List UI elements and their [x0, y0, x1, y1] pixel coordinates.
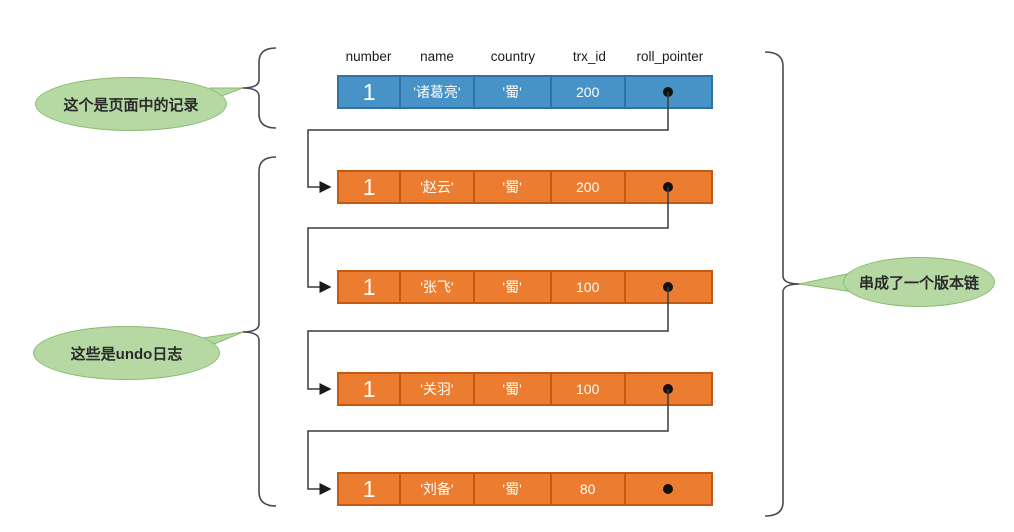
cell-country: '蜀' [475, 374, 552, 404]
undo-log-row-4: 1 '刘备' '蜀' 80 [337, 472, 713, 506]
cell-number: 1 [339, 172, 402, 202]
cell-country: '蜀' [475, 474, 552, 504]
cell-roll-pointer [626, 77, 711, 107]
undo-log-row-3: 1 '关羽' '蜀' 100 [337, 372, 713, 406]
callout-version-chain-label: 串成了一个版本链 [858, 274, 979, 292]
cell-number: 1 [339, 272, 402, 302]
cell-name: '张飞' [401, 272, 475, 302]
cell-trx-id: 100 [552, 374, 626, 404]
brace-version-chain [764, 51, 801, 517]
callout-page-record: 这个是页面中的记录 [35, 77, 227, 131]
brace-undo-logs [241, 156, 277, 507]
cell-trx-id: 100 [552, 272, 626, 302]
column-header-country: country [490, 48, 536, 64]
column-header-number: number [345, 48, 392, 64]
callout-undo-logs-label: 这些是undo日志 [70, 345, 183, 363]
cell-roll-pointer [626, 474, 711, 504]
column-headers: number name country trx_id roll_pointer [337, 46, 713, 66]
cell-trx-id: 200 [552, 77, 626, 107]
callout-undo-logs: 这些是undo日志 [33, 326, 220, 380]
column-header-roll-pointer: roll_pointer [636, 48, 704, 64]
cell-trx-id: 200 [552, 172, 626, 202]
brace-page-record [241, 47, 277, 129]
callout-version-chain: 串成了一个版本链 [843, 257, 995, 307]
cell-country: '蜀' [475, 272, 552, 302]
cell-number: 1 [339, 374, 402, 404]
callout-page-record-label: 这个是页面中的记录 [63, 96, 199, 114]
page-record-row: 1 '诸葛亮' '蜀' 200 [337, 75, 713, 109]
cell-roll-pointer [626, 272, 711, 302]
cell-name: '赵云' [401, 172, 475, 202]
cell-country: '蜀' [475, 172, 552, 202]
undo-log-row-2: 1 '张飞' '蜀' 100 [337, 270, 713, 304]
column-header-trx-id: trx_id [572, 48, 606, 64]
column-header-name: name [420, 48, 454, 64]
cell-number: 1 [339, 77, 402, 107]
undo-log-row-1: 1 '赵云' '蜀' 200 [337, 170, 713, 204]
cell-number: 1 [339, 474, 402, 504]
cell-name: '刘备' [401, 474, 475, 504]
cell-country: '蜀' [475, 77, 552, 107]
cell-roll-pointer [626, 172, 711, 202]
cell-name: '诸葛亮' [401, 77, 475, 107]
cell-name: '关羽' [401, 374, 475, 404]
cell-trx-id: 80 [552, 474, 626, 504]
cell-roll-pointer [626, 374, 711, 404]
